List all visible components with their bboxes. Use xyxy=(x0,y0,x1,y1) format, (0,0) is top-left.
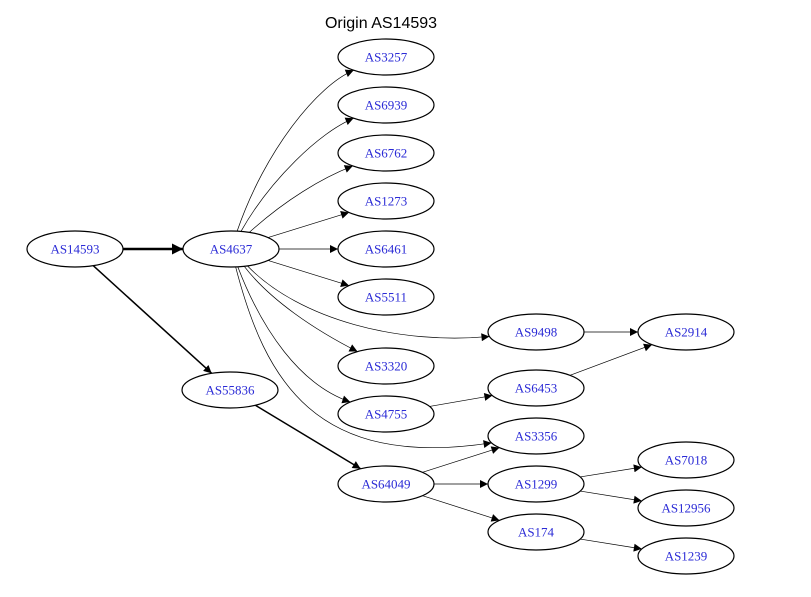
node-label-link[interactable]: AS3257 xyxy=(365,50,408,65)
node-ellipse xyxy=(337,230,435,268)
edge-as4755-to-as6453 xyxy=(429,392,493,407)
edge-as14593-to-as55836 xyxy=(92,265,213,374)
edge-as4637-to-as6762 xyxy=(249,165,353,233)
edges-layer xyxy=(92,69,653,552)
node-ellipse xyxy=(637,313,735,351)
node-as3356[interactable]: AS3356 xyxy=(487,417,585,455)
node-as6453[interactable]: AS6453 xyxy=(487,369,585,407)
node-ellipse xyxy=(337,38,435,76)
edge-as64049-to-as174 xyxy=(422,495,500,522)
edge-as55836-to-as64049 xyxy=(254,404,362,470)
node-as64049[interactable]: AS64049 xyxy=(337,465,435,503)
node-as9498[interactable]: AS9498 xyxy=(487,313,585,351)
node-label-link[interactable]: AS64049 xyxy=(361,477,410,492)
node-ellipse xyxy=(26,230,124,268)
edge-as174-to-as1239 xyxy=(580,538,642,552)
node-ellipse xyxy=(637,489,735,527)
node-ellipse xyxy=(337,278,435,316)
node-ellipse xyxy=(182,230,280,268)
edge-as6453-to-as2914 xyxy=(569,343,653,376)
edge-as4637-to-as5511 xyxy=(267,260,350,287)
node-label-link[interactable]: AS6762 xyxy=(365,146,408,161)
node-as3320[interactable]: AS3320 xyxy=(337,347,435,385)
edge-as4637-to-as3320 xyxy=(243,266,358,352)
node-as1273[interactable]: AS1273 xyxy=(337,182,435,220)
node-label-link[interactable]: AS9498 xyxy=(515,325,558,340)
node-label-link[interactable]: AS6939 xyxy=(365,98,408,113)
node-label-link[interactable]: AS12956 xyxy=(661,501,711,516)
node-label-link[interactable]: AS4755 xyxy=(365,407,408,422)
edge-as1299-to-as12956 xyxy=(580,490,642,504)
node-as2914[interactable]: AS2914 xyxy=(637,313,735,351)
node-ellipse xyxy=(337,134,435,172)
node-ellipse xyxy=(487,369,585,407)
node-as1299[interactable]: AS1299 xyxy=(487,465,585,503)
node-ellipse xyxy=(337,395,435,433)
node-as4755[interactable]: AS4755 xyxy=(337,395,435,433)
node-ellipse xyxy=(337,182,435,220)
node-label-link[interactable]: AS55836 xyxy=(205,383,255,398)
node-ellipse xyxy=(487,313,585,351)
node-as1239[interactable]: AS1239 xyxy=(637,537,735,575)
node-label-link[interactable]: AS174 xyxy=(518,525,555,540)
node-label-link[interactable]: AS2914 xyxy=(665,325,708,340)
node-as55836[interactable]: AS55836 xyxy=(181,371,279,409)
node-ellipse xyxy=(337,465,435,503)
node-as6762[interactable]: AS6762 xyxy=(337,134,435,172)
node-label-link[interactable]: AS14593 xyxy=(50,242,99,257)
node-as3257[interactable]: AS3257 xyxy=(337,38,435,76)
edge-as4637-to-as9498 xyxy=(247,265,490,342)
node-ellipse xyxy=(637,537,735,575)
edge-as4637-to-as6939 xyxy=(240,117,354,232)
edge-as4637-to-as3257 xyxy=(236,69,354,232)
node-as4637[interactable]: AS4637 xyxy=(182,230,280,268)
node-label-link[interactable]: AS4637 xyxy=(210,242,253,257)
node-ellipse xyxy=(637,441,735,479)
node-as6939[interactable]: AS6939 xyxy=(337,86,435,124)
graph-title: Origin AS14593 xyxy=(325,15,437,32)
node-label-link[interactable]: AS5511 xyxy=(365,290,407,305)
node-ellipse xyxy=(487,513,585,551)
node-as12956[interactable]: AS12956 xyxy=(637,489,735,527)
node-label-link[interactable]: AS3320 xyxy=(365,359,408,374)
node-label-link[interactable]: AS6461 xyxy=(365,242,408,257)
edge-as1299-to-as7018 xyxy=(580,464,642,478)
node-label-link[interactable]: AS1273 xyxy=(365,194,408,209)
node-ellipse xyxy=(487,417,585,455)
node-label-link[interactable]: AS1239 xyxy=(665,549,708,564)
node-ellipse xyxy=(181,371,279,409)
node-ellipse xyxy=(487,465,585,503)
node-label-link[interactable]: AS1299 xyxy=(515,477,558,492)
edge-as4637-to-as4755 xyxy=(237,266,351,404)
node-as174[interactable]: AS174 xyxy=(487,513,585,551)
node-ellipse xyxy=(337,347,435,385)
edge-as64049-to-as3356 xyxy=(422,446,500,473)
node-as14593[interactable]: AS14593 xyxy=(26,230,124,268)
edge-as4637-to-as1273 xyxy=(267,211,350,238)
edge-as4637-to-as3356 xyxy=(235,266,492,448)
node-as6461[interactable]: AS6461 xyxy=(337,230,435,268)
node-as5511[interactable]: AS5511 xyxy=(337,278,435,316)
node-label-link[interactable]: AS7018 xyxy=(665,453,708,468)
node-label-link[interactable]: AS6453 xyxy=(515,381,558,396)
node-label-link[interactable]: AS3356 xyxy=(515,429,558,444)
node-ellipse xyxy=(337,86,435,124)
node-as7018[interactable]: AS7018 xyxy=(637,441,735,479)
